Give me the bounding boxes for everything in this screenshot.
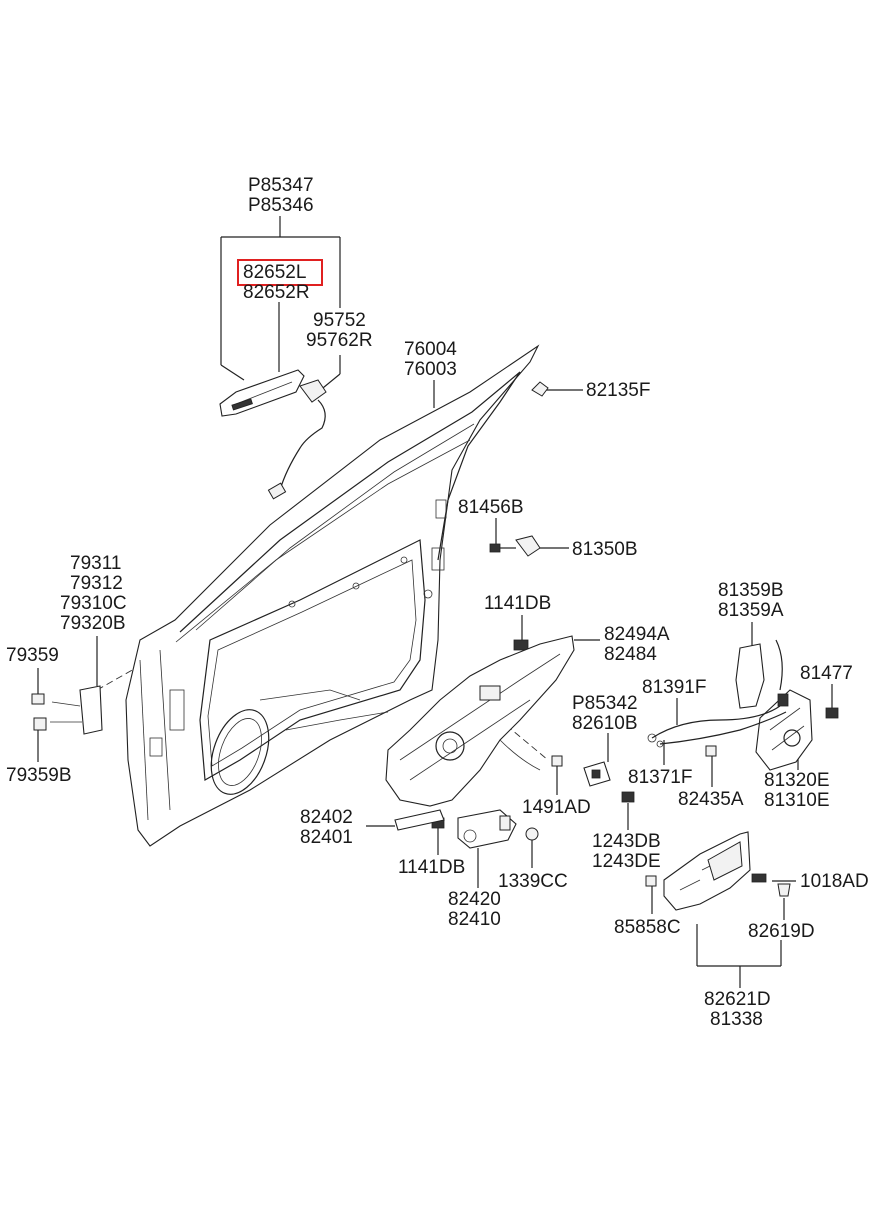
label-79312[interactable]: 79312	[70, 573, 123, 594]
label-82619d[interactable]: 82619D	[748, 921, 815, 942]
label-95752[interactable]: 95752	[313, 310, 366, 331]
label-1243de[interactable]: 1243DE	[592, 851, 661, 872]
label-81371f[interactable]: 81371F	[628, 767, 693, 788]
small-fasteners	[31, 381, 839, 897]
label-81310e[interactable]: 81310E	[764, 790, 830, 811]
label-95762r[interactable]: 95762R	[306, 330, 373, 351]
label-1339cc[interactable]: 1339CC	[498, 871, 568, 892]
label-81359a[interactable]: 81359A	[718, 600, 784, 621]
label-82484[interactable]: 82484	[604, 644, 657, 665]
label-82420[interactable]: 82420	[448, 889, 501, 910]
label-76004[interactable]: 76004	[404, 339, 457, 360]
label-p85342[interactable]: P85342	[572, 693, 638, 714]
label-81391f[interactable]: 81391F	[642, 677, 707, 698]
door-latch-assembly	[647, 639, 813, 771]
label-1243db[interactable]: 1243DB	[592, 831, 661, 852]
label-79310c[interactable]: 79310C	[60, 593, 127, 614]
label-p85347[interactable]: P85347	[248, 175, 314, 196]
label-79359[interactable]: 79359	[6, 645, 59, 666]
label-81359b[interactable]: 81359B	[718, 580, 784, 601]
label-81456b[interactable]: 81456B	[458, 497, 524, 518]
label-82401[interactable]: 82401	[300, 827, 353, 848]
label-76003[interactable]: 76003	[404, 359, 457, 380]
label-79359b[interactable]: 79359B	[6, 765, 72, 786]
label-81477[interactable]: 81477	[800, 663, 853, 684]
outside-handle-assembly	[219, 369, 327, 500]
label-82135f[interactable]: 82135F	[586, 380, 651, 401]
label-85858c[interactable]: 85858C	[614, 917, 681, 938]
label-1141db-bottom[interactable]: 1141DB	[398, 857, 466, 878]
inside-handle	[663, 831, 751, 911]
label-81350b[interactable]: 81350B	[572, 539, 638, 560]
label-82652r[interactable]: 82652R	[243, 282, 310, 303]
label-79320b[interactable]: 79320B	[60, 613, 126, 634]
label-82652l[interactable]: 82652L	[243, 262, 307, 283]
label-82494a[interactable]: 82494A	[604, 624, 670, 645]
label-82410[interactable]: 82410	[448, 909, 501, 930]
label-1018ad[interactable]: 1018AD	[800, 871, 869, 892]
label-79311[interactable]: 79311	[70, 553, 122, 574]
label-1141db-top[interactable]: 1141DB	[484, 593, 552, 614]
label-81320e[interactable]: 81320E	[764, 770, 830, 791]
label-82402[interactable]: 82402	[300, 807, 353, 828]
label-82610b[interactable]: 82610B	[572, 713, 638, 734]
label-1491ad[interactable]: 1491AD	[522, 797, 591, 818]
label-81338[interactable]: 81338	[710, 1009, 763, 1030]
door-panel	[125, 344, 540, 847]
window-regulator	[385, 635, 611, 849]
label-p85346[interactable]: P85346	[248, 195, 314, 216]
label-82435a[interactable]: 82435A	[678, 789, 744, 810]
label-82621d[interactable]: 82621D	[704, 989, 771, 1010]
